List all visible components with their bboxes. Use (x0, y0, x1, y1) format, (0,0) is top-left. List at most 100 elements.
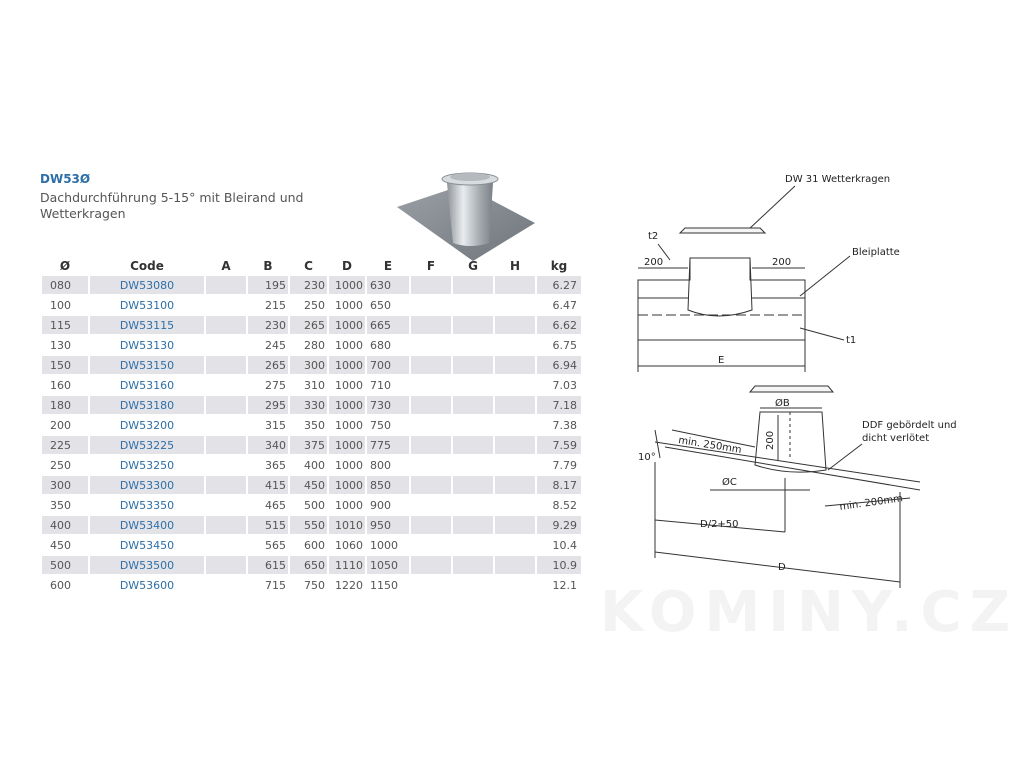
cell-code[interactable]: DW53450 (90, 536, 204, 556)
cell-f (411, 336, 451, 356)
cell-e: 950 (367, 516, 409, 536)
cell-d: 1000 (329, 376, 365, 396)
cell-c: 650 (290, 556, 327, 576)
cell-h (495, 316, 535, 336)
cell-kg: 9.29 (537, 516, 581, 536)
cell-b: 515 (248, 516, 288, 536)
cell-b: 615 (248, 556, 288, 576)
cell-b: 195 (248, 276, 288, 296)
cell-f (411, 416, 451, 436)
cell-h (495, 376, 535, 396)
cell-code[interactable]: DW53400 (90, 516, 204, 536)
cell-e: 1000 (367, 536, 409, 556)
cell-c: 750 (290, 576, 327, 596)
cell-a (206, 276, 246, 296)
cell-g (453, 296, 493, 316)
cell-code[interactable]: DW53350 (90, 496, 204, 516)
cell-f (411, 276, 451, 296)
cell-d: 1000 (329, 456, 365, 476)
cell-c: 265 (290, 316, 327, 336)
cell-code[interactable]: DW53150 (90, 356, 204, 376)
cell-g (453, 416, 493, 436)
cell-code[interactable]: DW53130 (90, 336, 204, 356)
cell-b: 265 (248, 356, 288, 376)
cell-c: 300 (290, 356, 327, 376)
cell-e: 700 (367, 356, 409, 376)
cell-diameter: 130 (42, 336, 88, 356)
cell-f (411, 576, 451, 596)
cell-code[interactable]: DW53180 (90, 396, 204, 416)
header-g: G (468, 259, 478, 273)
label-d: D (778, 562, 786, 573)
cell-code[interactable]: DW53225 (90, 436, 204, 456)
cell-code[interactable]: DW53100 (90, 296, 204, 316)
cell-a (206, 436, 246, 456)
cell-kg: 8.52 (537, 496, 581, 516)
cell-c: 500 (290, 496, 327, 516)
cell-kg: 8.17 (537, 476, 581, 496)
cell-d: 1000 (329, 416, 365, 436)
cell-code[interactable]: DW53200 (90, 416, 204, 436)
label-t1: t1 (846, 335, 856, 346)
label-angle: 10° (638, 452, 656, 463)
cell-diameter: 450 (42, 536, 88, 556)
cell-code[interactable]: DW53250 (90, 456, 204, 476)
cell-code[interactable]: DW53500 (90, 556, 204, 576)
cell-code[interactable]: DW53300 (90, 476, 204, 496)
cell-d: 1000 (329, 356, 365, 376)
cell-code[interactable]: DW53080 (90, 276, 204, 296)
cell-g (453, 356, 493, 376)
cell-code[interactable]: DW53600 (90, 576, 204, 596)
cell-b: 295 (248, 396, 288, 416)
bottom-view: ØB 200 min. 250mm 10° ØC DDF gebördelt u… (638, 385, 957, 588)
cell-e: 750 (367, 416, 409, 436)
label-right-200: 200 (772, 257, 791, 268)
cell-e: 665 (367, 316, 409, 336)
cell-g (453, 476, 493, 496)
cell-a (206, 316, 246, 336)
cell-code[interactable]: DW53115 (90, 316, 204, 336)
cell-a (206, 376, 246, 396)
cell-c: 550 (290, 516, 327, 536)
cell-code[interactable]: DW53160 (90, 376, 204, 396)
cell-kg: 7.18 (537, 396, 581, 416)
watermark: KOMINY.CZ (600, 580, 1019, 645)
cell-f (411, 536, 451, 556)
cell-h (495, 436, 535, 456)
header-kg: kg (550, 259, 568, 273)
cell-e: 710 (367, 376, 409, 396)
label-diameter-b: ØB (775, 397, 790, 409)
cell-d: 1220 (329, 576, 365, 596)
cell-h (495, 516, 535, 536)
header-e: E (383, 259, 393, 273)
cell-b: 215 (248, 296, 288, 316)
cell-d: 1000 (329, 296, 365, 316)
cell-e: 850 (367, 476, 409, 496)
cell-c: 250 (290, 296, 327, 316)
cell-f (411, 516, 451, 536)
cell-a (206, 576, 246, 596)
cell-e: 775 (367, 436, 409, 456)
header-h: H (509, 259, 521, 273)
label-plate: Bleiplatte (852, 247, 900, 258)
cell-c: 230 (290, 276, 327, 296)
cell-kg: 7.79 (537, 456, 581, 476)
cell-a (206, 336, 246, 356)
header-b: B (263, 259, 273, 273)
label-diameter-c: ØC (722, 476, 737, 488)
cell-d: 1000 (329, 336, 365, 356)
cell-a (206, 296, 246, 316)
cell-diameter: 500 (42, 556, 88, 576)
cell-kg: 6.47 (537, 296, 581, 316)
cell-diameter: 200 (42, 416, 88, 436)
cell-a (206, 356, 246, 376)
cell-f (411, 316, 451, 336)
cell-diameter: 250 (42, 456, 88, 476)
cell-h (495, 556, 535, 576)
